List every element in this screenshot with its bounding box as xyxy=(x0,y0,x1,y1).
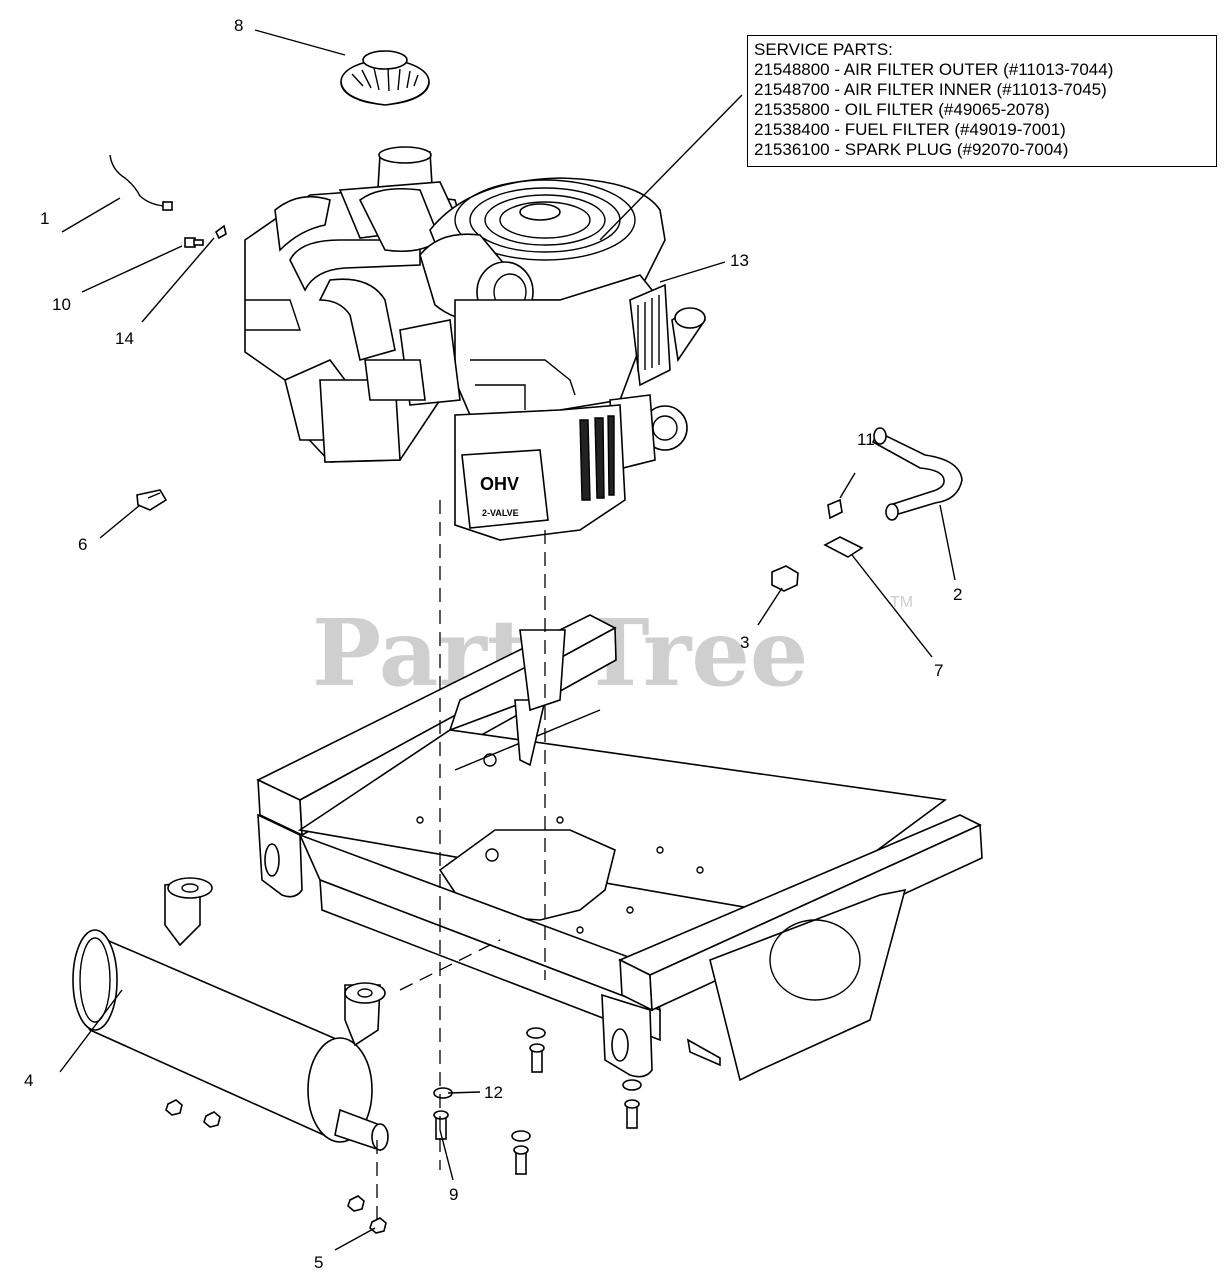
part-6-clip[interactable] xyxy=(136,489,168,511)
callout-12: 12 xyxy=(484,1083,503,1102)
callout-10: 10 xyxy=(52,295,71,314)
engine-ohv-label: OHV xyxy=(480,474,519,494)
service-part-spark-plug: 21536100 - SPARK PLUG (#92070-7004) xyxy=(754,140,1069,159)
callout-11: 11 xyxy=(857,430,875,449)
part-12-washers[interactable] xyxy=(433,1027,642,1142)
service-part-oil-filter: 21535800 - OIL FILTER (#49065-2078) xyxy=(754,100,1050,119)
callout-6: 6 xyxy=(78,535,87,554)
watermark-trademark: TM xyxy=(890,594,913,611)
part-14-clip[interactable] xyxy=(214,224,227,240)
callout-5: 5 xyxy=(314,1253,323,1272)
callout-13: 13 xyxy=(730,251,749,270)
part-2-hose[interactable] xyxy=(871,427,963,521)
chassis-frame[interactable] xyxy=(256,614,983,1082)
callout-8: 8 xyxy=(234,16,243,35)
service-part-air-filter-inner: 21548700 - AIR FILTER INNER (#11013-7045… xyxy=(754,80,1107,99)
service-parts-box: SERVICE PARTS: 21548800 - AIR FILTER OUT… xyxy=(747,35,1217,167)
leader-lines xyxy=(59,29,956,1251)
service-part-air-filter-outer: 21548800 - AIR FILTER OUTER (#11013-7044… xyxy=(754,60,1114,79)
part-4-muffler[interactable] xyxy=(72,877,389,1152)
service-part-fuel-filter: 21538400 - FUEL FILTER (#49019-7001) xyxy=(754,120,1066,139)
part-1-wire-harness[interactable] xyxy=(109,154,173,211)
callout-4: 4 xyxy=(24,1071,33,1090)
part-9-bolts[interactable] xyxy=(433,1043,640,1175)
part-10-bolt[interactable] xyxy=(184,237,204,248)
service-parts-title: SERVICE PARTS: xyxy=(754,40,893,59)
part-8-air-cleaner-cover[interactable] xyxy=(340,50,430,106)
callout-2: 2 xyxy=(953,585,962,604)
callout-9: 9 xyxy=(449,1185,458,1204)
part-7-clamp[interactable] xyxy=(823,536,864,558)
part-11-bolt[interactable] xyxy=(827,498,843,520)
engine-valve-label: 2-VALVE xyxy=(482,508,519,518)
callout-1: 1 xyxy=(40,209,49,228)
callout-7: 7 xyxy=(934,661,943,680)
callout-14: 14 xyxy=(115,329,134,348)
engine[interactable]: OHV 2-VALVE xyxy=(244,146,707,541)
part-3-nut[interactable] xyxy=(771,565,799,592)
alignment-lines xyxy=(376,500,546,1220)
callout-3: 3 xyxy=(740,633,749,652)
